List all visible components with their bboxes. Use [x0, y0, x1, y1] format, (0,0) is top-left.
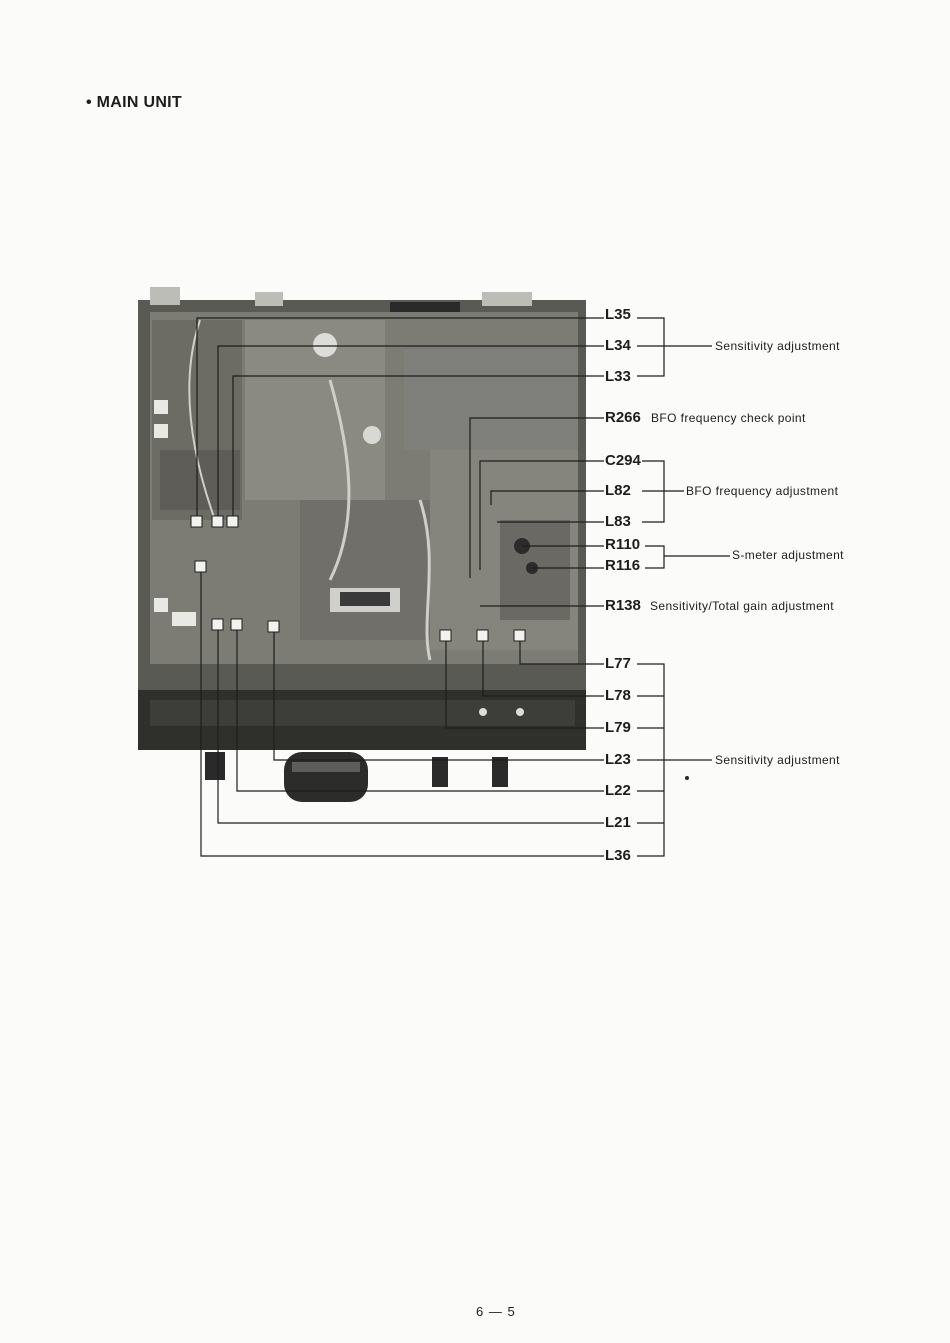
label-L78: L78 — [605, 688, 631, 704]
note-sensitivity-top: Sensitivity adjustment — [715, 339, 840, 353]
label-L34: L34 — [605, 338, 631, 354]
label-L23: L23 — [605, 752, 631, 768]
label-L21: L21 — [605, 815, 631, 831]
label-L33: L33 — [605, 369, 631, 385]
note-total-gain: Sensitivity/Total gain adjustment — [650, 599, 834, 613]
label-L79: L79 — [605, 720, 631, 736]
label-L22: L22 — [605, 783, 631, 799]
label-C294: C294 — [605, 453, 641, 469]
label-R266: R266 — [605, 410, 641, 426]
label-L77: L77 — [605, 656, 631, 672]
label-L35: L35 — [605, 307, 631, 323]
note-bfo-adjustment: BFO frequency adjustment — [686, 484, 838, 498]
label-R116: R116 — [605, 558, 640, 574]
label-L36: L36 — [605, 848, 631, 864]
note-sensitivity-bottom: Sensitivity adjustment — [715, 753, 840, 767]
label-L82: L82 — [605, 483, 631, 499]
note-s-meter: S-meter adjustment — [732, 548, 844, 562]
note-bfo-check-point: BFO frequency check point — [651, 411, 806, 425]
label-R138: R138 — [605, 598, 641, 614]
page-number: 6 — 5 — [476, 1304, 516, 1319]
label-L83: L83 — [605, 514, 631, 530]
label-R110: R110 — [605, 537, 640, 553]
